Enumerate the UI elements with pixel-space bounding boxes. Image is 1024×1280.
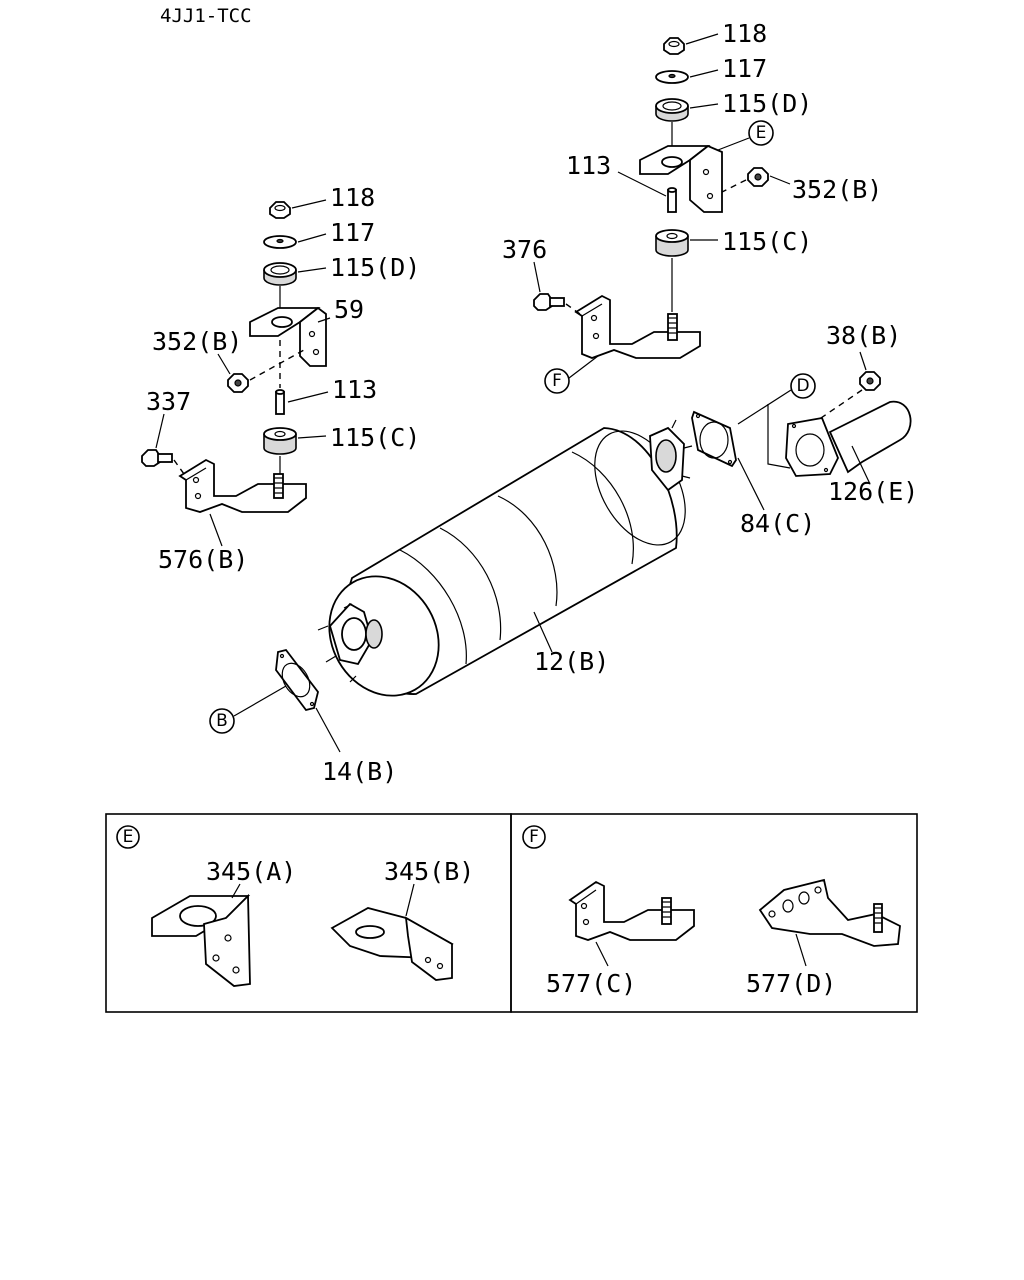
leader-115c-left bbox=[297, 435, 327, 439]
bracket-577d bbox=[758, 878, 901, 947]
leader-115d-right bbox=[689, 103, 719, 109]
nut-352b-right bbox=[747, 167, 769, 187]
bracket-e-right bbox=[639, 144, 723, 213]
nut-118-right bbox=[663, 37, 685, 55]
callout-117-right: 117 bbox=[722, 54, 767, 83]
detail-f-marker bbox=[522, 825, 546, 849]
leader-84c bbox=[737, 457, 765, 511]
leader-376 bbox=[533, 261, 541, 293]
leader-12b bbox=[533, 611, 553, 653]
detail-label-345b: 345(B) bbox=[384, 857, 474, 886]
ref-marker-e bbox=[748, 120, 774, 146]
rubber-115c-left bbox=[263, 427, 297, 455]
gasket-14b bbox=[275, 648, 319, 712]
ref-marker-d-label: D bbox=[796, 376, 809, 396]
callout-117-left: 117 bbox=[330, 218, 375, 247]
detail-label-345a: 345(A) bbox=[206, 857, 296, 886]
bracket-577c bbox=[568, 880, 695, 941]
rubber-115d-left bbox=[263, 262, 297, 286]
leader-14b bbox=[315, 707, 341, 753]
callout-113-left: 113 bbox=[332, 375, 377, 404]
rubber-115d-right bbox=[655, 98, 689, 122]
callout-126e: 126(E) bbox=[828, 477, 918, 506]
muffler-12b bbox=[317, 419, 693, 697]
bracket-345a bbox=[151, 893, 251, 987]
leader-113-left bbox=[287, 391, 329, 403]
callout-38b: 38(B) bbox=[826, 321, 901, 350]
callout-115d-left: 115(D) bbox=[330, 253, 420, 282]
detail-box-f: F 577(C) 577(D) bbox=[510, 813, 918, 1013]
bracket-345b bbox=[330, 907, 454, 981]
leader-126e bbox=[851, 445, 871, 485]
right-mount-assembly: 118 117 115(D) E bbox=[502, 19, 882, 394]
left-mount-assembly: 118 117 115(D) 59 bbox=[141, 183, 420, 574]
leader-337 bbox=[155, 413, 165, 449]
callout-14b: 14(B) bbox=[322, 757, 397, 786]
callout-352b-left: 352(B) bbox=[152, 327, 242, 356]
ref-marker-e-label: E bbox=[756, 123, 767, 143]
washer-117-right bbox=[655, 70, 689, 84]
rubber-115c-right bbox=[655, 229, 689, 257]
nut-352b-left bbox=[227, 373, 249, 393]
callout-84c: 84(C) bbox=[740, 509, 815, 538]
callout-115c-left: 115(C) bbox=[330, 423, 420, 452]
leader-352b-left bbox=[217, 353, 231, 375]
callout-118-left: 118 bbox=[330, 183, 375, 212]
detail-f-marker-label: F bbox=[529, 827, 539, 847]
callout-113-right: 113 bbox=[566, 151, 611, 180]
gasket-84c bbox=[691, 410, 737, 468]
nut-38b bbox=[859, 371, 881, 391]
leader-352b-right bbox=[769, 175, 791, 185]
bracket-f-right bbox=[574, 294, 701, 359]
leader-576b bbox=[209, 513, 223, 547]
engine-code-title: 4JJ1-TCC bbox=[160, 5, 252, 27]
leader-38b bbox=[859, 351, 867, 371]
detail-label-577d: 577(D) bbox=[746, 969, 836, 998]
callout-12b: 12(B) bbox=[534, 647, 609, 676]
bolt-376 bbox=[533, 293, 565, 311]
spacer-113-left bbox=[275, 389, 285, 415]
bolt-337 bbox=[141, 449, 173, 467]
callout-337: 337 bbox=[146, 387, 191, 416]
ref-marker-f-label: F bbox=[552, 371, 562, 391]
detail-e-marker-label: E bbox=[123, 827, 134, 847]
bracket-59 bbox=[249, 306, 327, 367]
callout-352b-right: 352(B) bbox=[792, 175, 882, 204]
callout-376: 376 bbox=[502, 235, 547, 264]
leader-117-left bbox=[297, 233, 327, 243]
callout-576b: 576(B) bbox=[158, 545, 248, 574]
leader-118-right bbox=[685, 33, 719, 45]
leader-115d-left bbox=[297, 267, 327, 273]
callout-115d-right: 115(D) bbox=[722, 89, 812, 118]
nut-118-left bbox=[269, 201, 291, 219]
ref-marker-f bbox=[544, 368, 570, 394]
detail-box-e: E 345(A) 345(B) bbox=[105, 813, 512, 1013]
ref-marker-b bbox=[209, 708, 235, 734]
ref-marker-b-label: B bbox=[216, 711, 228, 731]
callout-118-right: 118 bbox=[722, 19, 767, 48]
washer-117-left bbox=[263, 235, 297, 249]
leader-113-right bbox=[617, 171, 667, 197]
leader-118-left bbox=[291, 199, 327, 209]
callout-115c-right: 115(C) bbox=[722, 227, 812, 256]
leader-59 bbox=[317, 317, 331, 323]
leader-117-right bbox=[689, 69, 719, 78]
pipe-126e bbox=[785, 401, 912, 477]
detail-e-marker bbox=[116, 825, 140, 849]
bracket-576b bbox=[178, 458, 307, 513]
ref-marker-d bbox=[790, 373, 816, 399]
callout-59: 59 bbox=[334, 295, 364, 324]
spacer-113-right bbox=[667, 187, 677, 213]
detail-label-577c: 577(C) bbox=[546, 969, 636, 998]
